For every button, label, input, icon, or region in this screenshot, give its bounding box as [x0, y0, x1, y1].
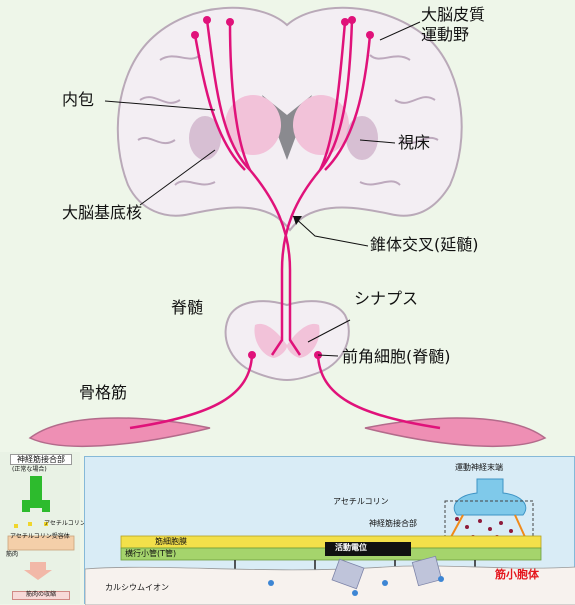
inset-title-1: 神経筋接合部 [10, 454, 72, 466]
skeletal-muscles [28, 417, 547, 447]
label-nmj: 神経筋接合部 [369, 519, 417, 528]
label-sarcolemma: 筋細胞膜 [155, 537, 187, 546]
basal-ganglia-left [189, 116, 221, 160]
label-pyramidal-decussation: 錐体交叉(延髄) [370, 235, 479, 254]
inset-title-2: (正常な場合) [12, 466, 47, 473]
motor-neuron-cells [191, 16, 374, 359]
spinal-cord-section [224, 300, 350, 382]
inset-contraction: 筋肉の収縮 [12, 591, 70, 600]
label-motor-cortex-1: 大脳皮質 [421, 5, 486, 24]
inset-acetylcholine: アセチルコリン [44, 520, 86, 527]
inset-muscle: 筋肉 [6, 551, 19, 558]
label-internal-capsule: 内包 [62, 90, 95, 109]
label-acetylcholine: アセチルコリン [333, 497, 389, 506]
label-calcium-ion: カルシウムイオン [105, 583, 169, 592]
label-motor-nerve-terminal: 運動神経末端 [455, 463, 503, 472]
label-thalamus: 視床 [398, 133, 431, 152]
label-skeletal-muscle: 骨格筋 [79, 383, 128, 402]
pyramidal-tract [129, 19, 441, 430]
label-t-tubule: 横行小管(T管) [125, 549, 177, 558]
label-action-potential: 活動電位 [335, 543, 367, 552]
label-spinal-cord: 脊髄 [171, 298, 204, 317]
label-myofibril: 筋小胞体 [495, 568, 539, 581]
label-anterior-horn-cell: 前角細胞(脊髄) [342, 347, 451, 366]
label-motor-cortex-2: 運動野 [421, 25, 470, 44]
nmj-normal-inset: 神経筋接合部 (正常な場合) アセチルコリン アセチルコリン受容体 筋肉 筋肉の… [0, 452, 86, 604]
inset-receptor: アセチルコリン受容体 [10, 533, 70, 540]
leader-lines [104, 21, 421, 357]
nmj-diagram [7, 476, 75, 580]
label-synapse: シナプス [354, 289, 419, 308]
brain-coronal-section [116, 6, 463, 232]
label-basal-ganglia: 大脳基底核 [62, 203, 143, 222]
muscle-cell-diagram [85, 478, 575, 605]
basal-ganglia-right [346, 116, 378, 160]
muscle-contraction-inset: 運動神経末端 アセチルコリン 神経筋接合部 筋細胞膜 横行小管(T管) 活動電位… [84, 456, 575, 605]
